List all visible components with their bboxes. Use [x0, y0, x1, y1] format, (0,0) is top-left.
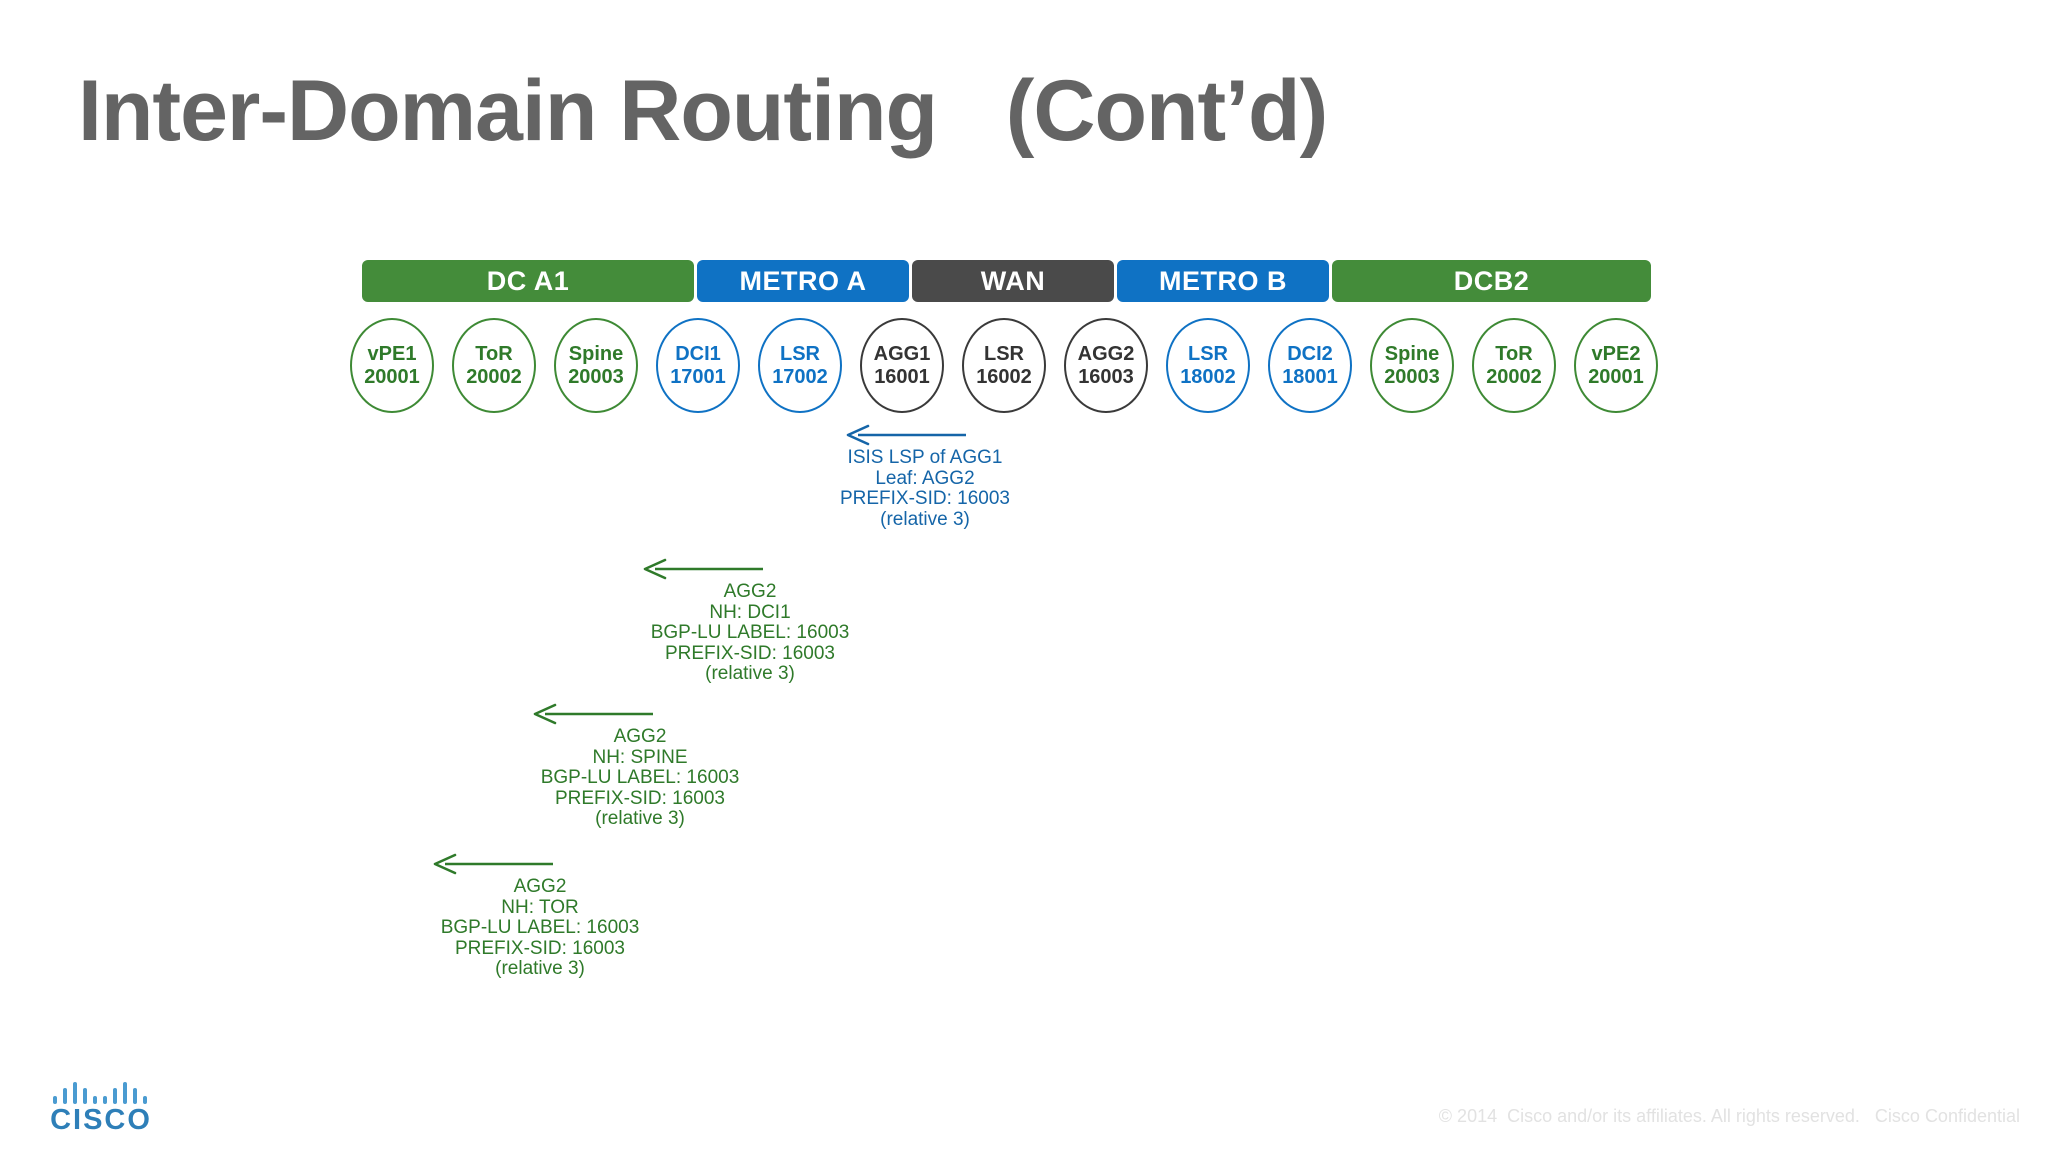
domain-segment-label: DC A1	[486, 265, 570, 296]
cisco-logo-bar	[143, 1096, 147, 1104]
copyright-notice: © 2014 Cisco and/or its affiliates. All …	[1438, 1106, 2020, 1126]
node-label: LSR	[780, 342, 820, 365]
annotation-line: PREFIX-SID: 16003	[554, 787, 726, 809]
annotation-line: NH: DCI1	[709, 601, 791, 623]
node-sid: 18001	[1282, 365, 1338, 388]
page-title: Inter-Domain Routing (Cont’d)	[78, 63, 1328, 159]
domain-segment-metro-b: METRO B	[1117, 260, 1329, 302]
domain-bar: DC A1 METRO A WAN METRO B DCB2	[362, 260, 1652, 302]
cisco-logo-bar	[83, 1088, 87, 1104]
annotation-arrow-container	[505, 703, 775, 725]
cisco-logo-bar	[133, 1088, 137, 1104]
node-label: ToR	[475, 342, 513, 365]
domain-segment-wan: WAN	[912, 260, 1114, 302]
left-arrow-icon	[643, 558, 763, 580]
node-label: AGG1	[873, 342, 931, 365]
annotation-line: (relative 3)	[595, 808, 685, 829]
annotation-line: BGP-LU LABEL: 16003	[650, 622, 850, 643]
domain-segment-dcb2: DCB2	[1332, 260, 1651, 302]
domain-segment-label: METRO A	[739, 265, 867, 296]
domain-segment-label: METRO B	[1159, 265, 1287, 296]
cisco-logo-bar	[73, 1082, 77, 1104]
annotation-line: ISIS LSP of AGG1	[847, 447, 1003, 468]
cisco-logo-bar	[53, 1096, 57, 1104]
domain-segment-label: WAN	[980, 265, 1046, 296]
cisco-logo: CISCO	[46, 1078, 156, 1140]
node-sid: 17001	[670, 365, 726, 388]
node-sid: 16002	[976, 365, 1032, 388]
annotation-line: (relative 3)	[495, 958, 585, 979]
node-label: DCI2	[1287, 342, 1333, 365]
node-sid: 16001	[874, 365, 930, 388]
node-sid: 20002	[466, 365, 522, 388]
annotation-arrow-container	[405, 853, 675, 875]
cisco-logo-bar	[63, 1088, 67, 1104]
cisco-logo-bar	[123, 1082, 127, 1104]
annotation-line: (relative 3)	[705, 663, 795, 684]
node-sid: 16003	[1078, 365, 1134, 388]
cisco-logo-bar	[103, 1096, 107, 1104]
node-label: vPE2	[1591, 342, 1641, 365]
node-sid: 20003	[568, 365, 624, 388]
node-label: vPE1	[367, 342, 417, 365]
cisco-wordmark: CISCO	[50, 1104, 152, 1136]
node-label: Spine	[1384, 342, 1440, 365]
node-label: DCI1	[675, 342, 721, 365]
annotation-line: NH: SPINE	[592, 746, 688, 768]
node-sid: 20003	[1384, 365, 1440, 388]
cisco-logo-bar	[93, 1096, 97, 1104]
domain-segment-dc-a1: DC A1	[362, 260, 694, 302]
annotation-line: AGG2	[513, 876, 567, 897]
left-arrow-icon	[433, 853, 553, 875]
cisco-logo-bar	[113, 1088, 117, 1104]
annotation-line: PREFIX-SID: 16003	[454, 937, 626, 959]
annotation-line: PREFIX-SID: 16003	[839, 488, 1011, 509]
node-label: Spine	[568, 342, 624, 365]
domain-segment-metro-a: METRO A	[697, 260, 909, 302]
annotation-arrow-container	[790, 424, 1060, 446]
annotation-arrow-container	[615, 558, 885, 580]
node-label: LSR	[984, 342, 1024, 365]
node-label: LSR	[1188, 342, 1228, 365]
left-arrow-icon	[846, 424, 966, 446]
domain-segment-label: DCB2	[1453, 265, 1530, 296]
node-sid: 20002	[1486, 365, 1542, 388]
annotation-line: (relative 3)	[880, 508, 970, 530]
node-sid: 17002	[772, 365, 828, 388]
annotation-line: NH: TOR	[501, 896, 579, 918]
annotation-line: AGG2	[613, 726, 667, 747]
annotation-line: AGG2	[723, 581, 777, 602]
annotation-line: Leaf: AGG2	[875, 467, 975, 489]
node-sid: 20001	[1588, 365, 1644, 388]
annotation-line: BGP-LU LABEL: 16003	[440, 917, 640, 938]
node-label: ToR	[1495, 342, 1533, 365]
cisco-logo-bars	[53, 1078, 149, 1104]
annotation-line: BGP-LU LABEL: 16003	[540, 767, 740, 788]
left-arrow-icon	[533, 703, 653, 725]
node-sid: 18002	[1180, 365, 1236, 388]
node-label: AGG2	[1077, 342, 1135, 365]
node-sid: 20001	[364, 365, 420, 388]
annotation-line: PREFIX-SID: 16003	[664, 642, 836, 664]
